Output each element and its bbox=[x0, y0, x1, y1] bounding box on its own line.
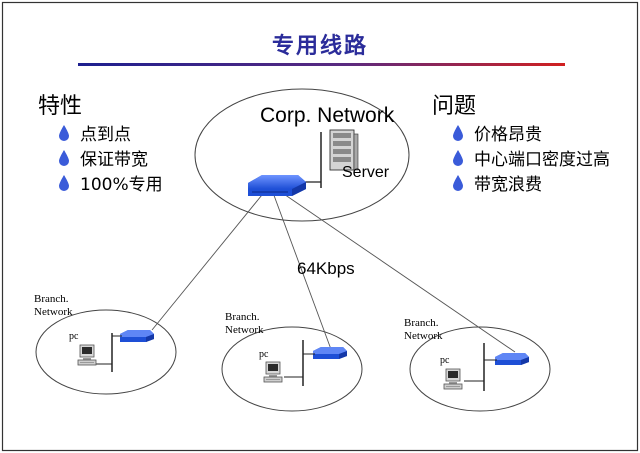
problems-item: 中心端口密度过高 bbox=[452, 145, 610, 170]
problems-item-label: 价格昂贵 bbox=[474, 125, 542, 145]
branch-3-router-icon bbox=[495, 353, 529, 365]
features-item: 保证带宽 bbox=[58, 145, 163, 170]
features-item-label: 保证带宽 bbox=[80, 150, 148, 170]
problems-heading: 问题 bbox=[432, 94, 477, 119]
problems-item: 带宽浪费 bbox=[452, 170, 610, 195]
droplet-bullet-icon bbox=[453, 175, 463, 191]
branch-2-pc-icon bbox=[263, 361, 283, 383]
features-item-label: 点到点 bbox=[80, 125, 131, 145]
branch-2-pc-label: pc bbox=[259, 349, 269, 360]
features-item-label: 100%专用 bbox=[80, 175, 163, 195]
branch-label-line: Branch. bbox=[404, 317, 439, 329]
droplet-bullet-icon bbox=[59, 175, 69, 191]
problems-list: 价格昂贵 中心端口密度过高 带宽浪费 bbox=[452, 120, 610, 195]
features-item: 100%专用 bbox=[58, 170, 163, 195]
branch-2-label: Branch. Network bbox=[225, 311, 264, 337]
branch-label-line: Network bbox=[404, 330, 443, 342]
problems-item: 价格昂贵 bbox=[452, 120, 610, 145]
droplet-bullet-icon bbox=[59, 150, 69, 166]
branch-3-label: Branch. Network bbox=[404, 317, 443, 343]
features-heading: 特性 bbox=[38, 94, 83, 119]
branch-3-pc-label: pc bbox=[440, 355, 450, 366]
branch-label-line: Network bbox=[34, 306, 73, 318]
droplet-bullet-icon bbox=[453, 150, 463, 166]
problems-item-label: 中心端口密度过高 bbox=[474, 150, 610, 170]
droplet-bullet-icon bbox=[453, 125, 463, 141]
server-label: Server bbox=[342, 164, 390, 181]
link-speed-label: 64Kbps bbox=[297, 259, 355, 278]
corp-router-icon bbox=[248, 175, 306, 196]
features-list: 点到点 保证带宽 100%专用 bbox=[58, 120, 163, 195]
branch-1-pc-icon bbox=[77, 344, 97, 366]
title-underline bbox=[78, 63, 565, 66]
leased-line-1 bbox=[151, 189, 267, 331]
features-item: 点到点 bbox=[58, 120, 163, 145]
branch-ellipse-1 bbox=[35, 309, 177, 395]
branch-1-label: Branch. Network bbox=[34, 293, 73, 319]
branch-1-router-icon bbox=[120, 330, 154, 342]
branch-3-pc-icon bbox=[443, 368, 463, 390]
leased-line-3 bbox=[277, 189, 516, 353]
corp-network-ellipse bbox=[194, 88, 410, 222]
branch-ellipse-2 bbox=[221, 326, 363, 412]
branch-1-pc-label: pc bbox=[69, 331, 79, 342]
branch-label-line: Branch. bbox=[225, 311, 260, 323]
corp-network-label: Corp. Network bbox=[260, 104, 395, 127]
leased-line-2 bbox=[271, 189, 333, 353]
branch-label-line: Network bbox=[225, 324, 264, 336]
branch-ellipse-3 bbox=[409, 326, 551, 412]
problems-item-label: 带宽浪费 bbox=[474, 175, 542, 195]
droplet-bullet-icon bbox=[59, 125, 69, 141]
server-icon bbox=[329, 129, 359, 171]
branch-label-line: Branch. bbox=[34, 293, 69, 305]
page-title: 专用线路 bbox=[271, 33, 368, 59]
branch-2-router-icon bbox=[313, 347, 347, 359]
